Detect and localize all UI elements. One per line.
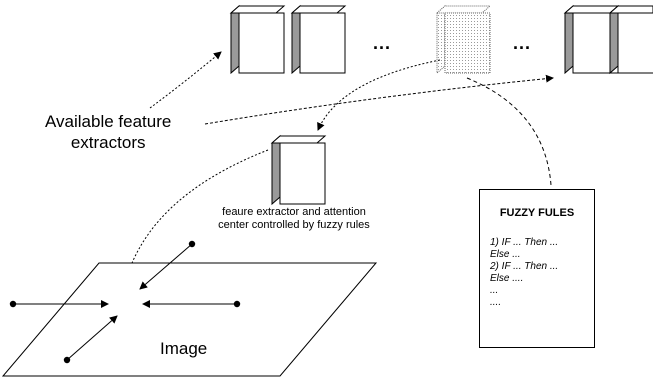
extractor-block-1 bbox=[229, 4, 286, 75]
rule-line: Else ... bbox=[490, 249, 521, 260]
image-label: Image bbox=[160, 339, 208, 358]
available-extractors-label: Available feature extractors bbox=[45, 111, 171, 153]
rule-line: .... bbox=[490, 297, 502, 308]
active-extractor-block bbox=[270, 134, 327, 206]
ellipsis-left: ... bbox=[373, 33, 392, 53]
rule-line: 1) IF ... Then ... bbox=[490, 237, 559, 248]
caption-line1: feaure extractor and attention bbox=[222, 206, 366, 218]
image-plane bbox=[1, 262, 378, 377]
extractor-block-selected bbox=[435, 4, 492, 75]
active-extractor-caption: feaure extractor and attention center co… bbox=[214, 206, 374, 232]
available-label-line2: extractors bbox=[70, 133, 146, 152]
extractor-block-4 bbox=[608, 4, 653, 75]
arrow-selected-to-active bbox=[317, 59, 441, 131]
arrow-active-to-image bbox=[119, 149, 269, 297]
rule-line: Else .... bbox=[490, 273, 524, 284]
rule-line: 2) IF ... Then ... bbox=[490, 261, 559, 272]
rule-line: ... bbox=[490, 285, 499, 296]
extractor-block-2 bbox=[290, 4, 347, 75]
attention-arrows bbox=[9, 240, 241, 364]
available-label-line1: Available feature bbox=[45, 112, 172, 131]
arrow-to-extractor-3 bbox=[204, 74, 554, 125]
fuzzy-rules-box: FUZZY FULES 1) IF ... Then ... Else ... … bbox=[479, 189, 595, 348]
arrow-to-extractor-1 bbox=[149, 51, 222, 109]
connector-selected-to-rules bbox=[466, 77, 552, 186]
fuzzy-rules-list: 1) IF ... Then ... Else ... 2) IF ... Th… bbox=[490, 237, 558, 309]
caption-line2: center controlled by fuzzy rules bbox=[218, 219, 370, 231]
fuzzy-rules-title: FUZZY FULES bbox=[499, 207, 575, 219]
ellipsis-right: ... bbox=[513, 33, 532, 53]
